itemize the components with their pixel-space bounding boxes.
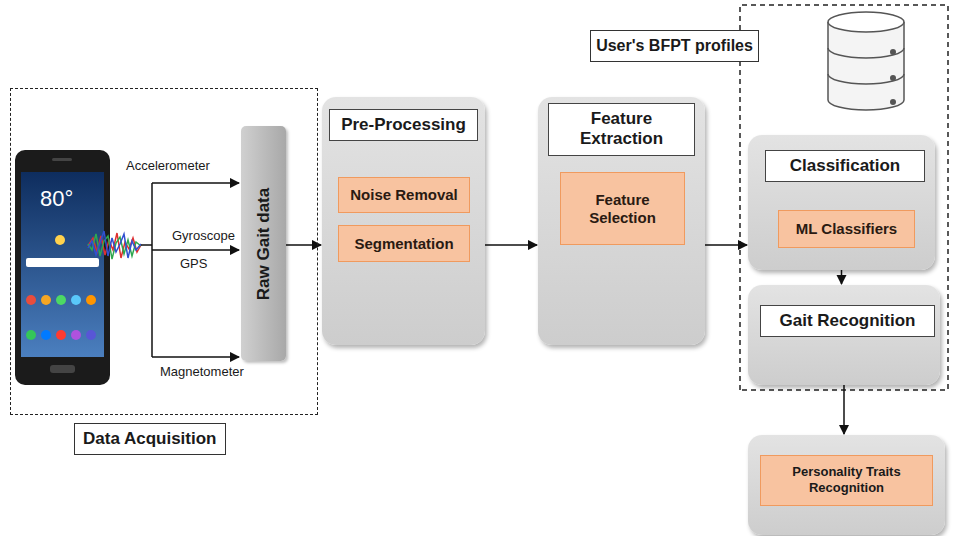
- process-panel: Gait Recognition: [748, 285, 940, 385]
- output-panel: Personality Traits Recognition: [748, 435, 945, 535]
- data-bar: Raw Gait data: [241, 126, 286, 361]
- phone-screen: [21, 172, 104, 357]
- flow-arrow: [286, 244, 321, 246]
- wire: [151, 183, 153, 357]
- step-box: Segmentation: [338, 225, 470, 262]
- database-cylinder: [828, 12, 904, 110]
- region-label: Data Acquisition: [74, 423, 226, 455]
- panel-heading: Gait Recognition: [760, 305, 935, 337]
- screen-text: 80°: [40, 186, 73, 212]
- flow-arrow: [841, 270, 843, 284]
- database-label: User's BFPT profiles: [590, 30, 759, 62]
- smartphone-illustration: [15, 150, 110, 385]
- panel-heading: Pre-Processing: [329, 109, 478, 141]
- panel-heading: Classification: [765, 150, 925, 182]
- sensor-label: GPS: [180, 256, 207, 271]
- process-panel: Pre-ProcessingNoise RemovalSegmentation: [322, 97, 485, 345]
- sensor-label: Magnetometer: [160, 364, 244, 379]
- node-text: Feature Selection: [561, 189, 684, 229]
- node-text: Segmentation: [350, 233, 457, 255]
- speaker: [52, 158, 72, 161]
- region-outline: [740, 5, 948, 390]
- sensor-label: Gyroscope: [172, 228, 235, 243]
- node-text: Noise Removal: [346, 184, 462, 206]
- signal-wave: [88, 231, 141, 259]
- home-button: [50, 365, 75, 373]
- node-text: ML Classifiers: [792, 218, 901, 240]
- panel-heading: Feature Extraction: [548, 103, 695, 156]
- wire: [141, 244, 152, 246]
- sensor-label: Accelerometer: [126, 158, 210, 173]
- phone-body: [15, 150, 110, 385]
- node-text: Personality Traits Recognition: [760, 455, 933, 506]
- flow-arrow: [705, 244, 747, 246]
- node-text: User's BFPT profiles: [590, 35, 759, 57]
- node-text: Raw Gait data: [254, 187, 274, 299]
- sensor-wires: [141, 183, 239, 357]
- step-box: ML Classifiers: [778, 210, 915, 248]
- wire-arrow: [152, 249, 239, 251]
- flow-arrow: [843, 385, 845, 434]
- process-panel: Feature ExtractionFeature Selection: [538, 97, 705, 345]
- wire-arrow: [152, 182, 239, 184]
- flow-arrow: [485, 244, 537, 246]
- wire-arrow: [152, 356, 239, 358]
- search-bar: [26, 258, 99, 267]
- app-icons: [26, 295, 96, 340]
- process-panel: Classification ML Classifiers: [748, 135, 935, 270]
- step-box: Noise Removal: [338, 177, 470, 213]
- step-box: Feature Selection: [560, 172, 685, 245]
- weather-icon: [55, 235, 65, 245]
